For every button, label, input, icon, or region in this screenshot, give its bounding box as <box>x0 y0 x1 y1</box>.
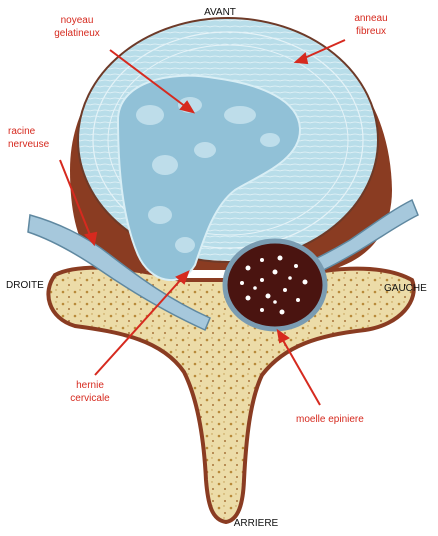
label-annulus-line2: fibreux <box>346 25 396 38</box>
label-hernia-line1: hernie <box>50 379 130 392</box>
label-avant: AVANT <box>200 6 240 19</box>
label-gauche: GAUCHE <box>384 282 427 295</box>
label-spinal-cord: moelle epiniere <box>296 413 364 426</box>
label-nucleus: noyeau gelatineux <box>42 14 112 40</box>
label-nerve-root-line1: racine <box>8 125 49 138</box>
label-hernia: hernie cervicale <box>50 379 130 405</box>
label-annulus: anneau fibreux <box>346 12 396 38</box>
label-nerve-root-line2: nerveuse <box>8 138 49 151</box>
label-arriere: ARRIERE <box>226 517 286 530</box>
label-annulus-line1: anneau <box>346 12 396 25</box>
spinal-cord <box>225 241 325 329</box>
label-nerve-root: racine nerveuse <box>8 125 49 151</box>
label-nucleus-line1: noyeau <box>42 14 112 27</box>
label-droite: DROITE <box>6 279 44 292</box>
label-hernia-line2: cervicale <box>50 392 130 405</box>
label-nucleus-line2: gelatineux <box>42 27 112 40</box>
